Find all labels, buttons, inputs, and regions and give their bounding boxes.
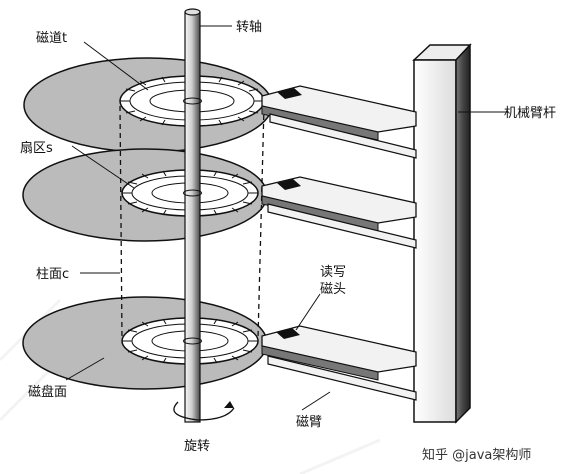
label-surface: 磁盘面	[28, 384, 67, 400]
head-arm-bottom	[261, 325, 417, 401]
spindle	[183, 8, 202, 423]
leader-lines	[65, 25, 508, 411]
label-head-arm: 磁臂	[296, 415, 322, 430]
head-arm-top	[261, 85, 417, 159]
label-head-line2: 磁头	[320, 282, 346, 297]
platter-middle	[22, 148, 268, 242]
cylinder-outline	[119, 105, 265, 339]
label-head-line1: 读写	[320, 265, 346, 280]
platter-bottom	[22, 296, 268, 390]
sector-ticks-middle	[122, 170, 258, 216]
label-cylinder: 柱面c	[36, 267, 69, 282]
watermark-text: 知乎 @java架构师	[422, 447, 531, 463]
head-arm-middle	[261, 176, 417, 249]
label-rotation: 旋转	[184, 439, 210, 454]
actuator-post	[412, 43, 472, 424]
platter-top	[23, 57, 273, 153]
label-sector: 扇区s	[20, 140, 53, 156]
label-track: 磁道t	[36, 31, 67, 46]
label-arm: 机械臂杆	[504, 106, 556, 121]
label-spindle: 转轴	[236, 20, 262, 35]
rotation-arrow	[173, 401, 235, 421]
